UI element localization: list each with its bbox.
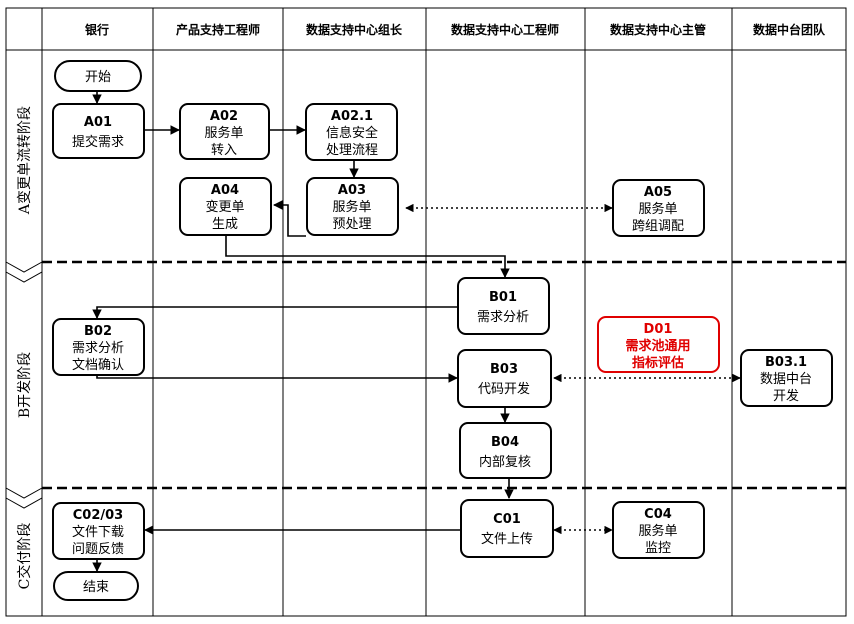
- node-label-line: 提交需求: [72, 134, 124, 150]
- node-code: A01: [84, 115, 112, 130]
- edge-b01-b02: [92, 306, 457, 319]
- node-label-line: 问题反馈: [72, 542, 124, 557]
- node-label-line: 跨组调配: [632, 219, 684, 234]
- node-label-line: 数据中台: [760, 372, 812, 387]
- node-label-line: 开发: [773, 388, 799, 404]
- lane-headers: 银行 产品支持工程师 数据支持中心组长 数据支持中心工程师 数据支持中心主管 数…: [85, 22, 826, 37]
- node-label-line: 内部复核: [479, 454, 531, 470]
- node-c01: C01 文件上传: [460, 499, 554, 558]
- phase-b-label: B开发阶段: [17, 352, 33, 418]
- node-label-line: 服务单: [204, 125, 243, 141]
- node-code: C01: [493, 512, 521, 527]
- node-code: B02: [84, 324, 112, 339]
- node-label-line: 需求池通用: [625, 338, 690, 354]
- node-a02: A02 服务单 转入: [179, 103, 270, 160]
- edge-b02-b03: [96, 373, 458, 383]
- node-code: A05: [644, 185, 672, 200]
- edge-a04-b01: [225, 236, 510, 278]
- node-label-line: 监控: [645, 541, 671, 556]
- edge-a03-a04: [273, 200, 306, 237]
- lane-header-data-middle-platform: 数据中台团队: [753, 22, 826, 37]
- phase-b-tab: [5, 271, 43, 499]
- phase-labels: A变更单流转阶段 B开发阶段 C交付阶段: [5, 49, 43, 617]
- node-label-line: 服务单: [638, 201, 677, 217]
- node-label-line: 文件上传: [481, 532, 533, 547]
- node-a03: A03 服务单 预处理: [306, 177, 399, 236]
- node-c0203: C02/03 文件下载 问题反馈: [52, 502, 145, 560]
- node-label-line: 文档确认: [72, 358, 124, 373]
- node-label-line: 转入: [211, 143, 237, 158]
- node-label-line: 指标评估: [632, 355, 684, 371]
- node-b01: B01 需求分析: [457, 277, 550, 335]
- phase-c-label: C交付阶段: [16, 523, 33, 590]
- lane-header-ds-manager: 数据支持中心主管: [610, 22, 706, 37]
- node-code: C02/03: [73, 508, 123, 523]
- node-code: C04: [644, 507, 672, 522]
- node-b02: B02 需求分析 文档确认: [52, 318, 145, 376]
- node-code: B03: [490, 362, 518, 377]
- node-code: A02.1: [331, 109, 373, 124]
- end-terminal: 结束: [53, 571, 139, 601]
- node-label-line: 信息安全: [326, 125, 378, 141]
- node-a021: A02.1 信息安全 处理流程: [305, 103, 398, 161]
- node-b031: B03.1 数据中台 开发: [740, 349, 833, 407]
- node-label-line: 需求分析: [477, 310, 529, 325]
- node-code: A02: [210, 109, 238, 124]
- node-label-line: 预处理: [332, 217, 371, 232]
- start-label: 开始: [85, 70, 111, 85]
- phase-a-label: A变更单流转阶段: [17, 106, 33, 215]
- node-a01: A01 提交需求: [52, 103, 145, 159]
- phase-a-tab: [5, 49, 43, 273]
- lane-header-ds-engineer: 数据支持中心工程师: [451, 22, 559, 37]
- node-label-line: 生成: [212, 217, 238, 232]
- node-label-line: 处理流程: [326, 143, 378, 158]
- node-label-line: 代码开发: [478, 381, 530, 397]
- node-code: B01: [489, 290, 517, 305]
- node-a05: A05 服务单 跨组调配: [612, 179, 705, 237]
- lane-header-bank: 银行: [85, 22, 109, 37]
- node-code: B04: [491, 435, 519, 450]
- end-label: 结束: [83, 580, 109, 595]
- lane-header-ds-lead: 数据支持中心组长: [306, 22, 403, 37]
- node-label-line: 服务单: [332, 199, 371, 215]
- phase-c-tab: [5, 497, 43, 617]
- connectors: [92, 92, 741, 572]
- node-b04: B04 内部复核: [459, 422, 552, 479]
- node-c04: C04 服务单 监控: [612, 501, 705, 559]
- node-label-line: 文件下载: [72, 525, 124, 540]
- lane-grid: [5, 7, 847, 617]
- node-label-line: 变更单: [205, 199, 244, 215]
- node-code: B03.1: [765, 355, 807, 370]
- lane-header-product-support: 产品支持工程师: [176, 22, 260, 37]
- node-code: D01: [644, 322, 673, 337]
- node-label-line: 服务单: [638, 523, 677, 539]
- start-terminal: 开始: [54, 60, 142, 92]
- node-d01: D01 需求池通用 指标评估: [597, 316, 720, 373]
- node-code: A03: [338, 183, 366, 198]
- node-code: A04: [211, 183, 239, 198]
- node-b03: B03 代码开发: [457, 349, 552, 408]
- node-label-line: 需求分析: [72, 341, 124, 356]
- node-a04: A04 变更单 生成: [179, 177, 272, 236]
